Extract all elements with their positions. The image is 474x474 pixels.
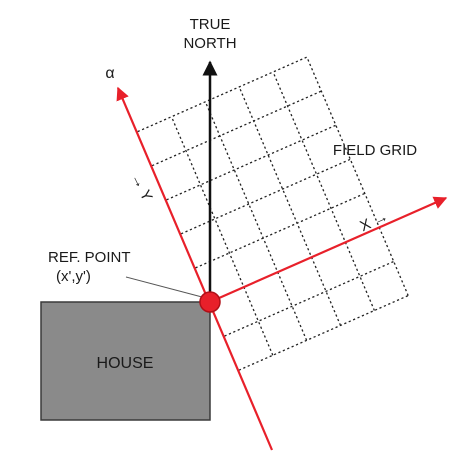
true-north-label-line2: NORTH [183, 35, 236, 52]
house-label: HOUSE [97, 355, 154, 372]
grid-line-y [272, 71, 375, 311]
ref-point-leader [125, 276, 203, 298]
grid-line-y [306, 56, 409, 296]
ref-point-label-line2: (x',y') [56, 268, 91, 285]
x-axis-label: X → [357, 208, 391, 235]
ref-point-marker [199, 291, 221, 313]
grid-line-x [238, 295, 409, 371]
grid-line-x [195, 192, 366, 269]
alpha-axis-line [116, 86, 274, 451]
ref-point-label-line1: REF. POINT [48, 249, 131, 266]
true-north-label-line1: TRUE [190, 16, 231, 33]
grid-line-x [166, 124, 337, 201]
grid-line-x [224, 260, 394, 337]
alpha-label: α [105, 65, 114, 82]
grid-line-y [204, 101, 308, 341]
x-axis-line [209, 196, 448, 304]
field-grid-label: FIELD GRID [333, 142, 417, 159]
grid-line-x [180, 158, 351, 235]
y-axis-label: → Y [128, 171, 156, 204]
grid-line-y [238, 86, 342, 326]
house-rect [40, 301, 211, 421]
grid-line-x [137, 56, 308, 133]
grid-line-x [151, 90, 322, 167]
